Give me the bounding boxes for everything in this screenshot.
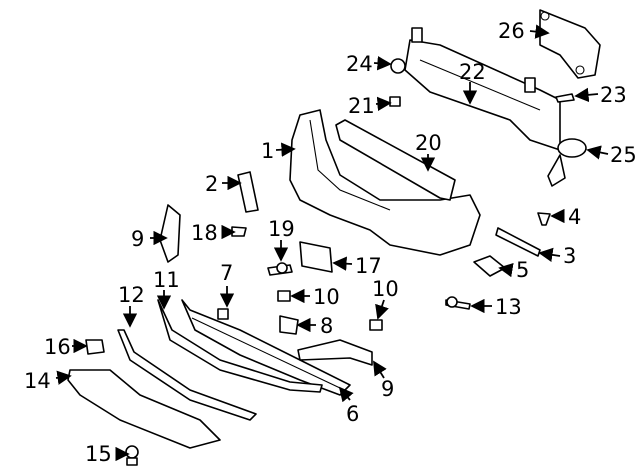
reinforcement-bar-22 — [404, 27, 561, 151]
mount-bracket-26 — [539, 9, 601, 79]
bumper-cover — [289, 109, 481, 256]
bolt-18 — [231, 226, 247, 237]
callout-9-right: 9 — [381, 377, 394, 401]
callout-20: 20 — [415, 131, 442, 155]
callout-10-b: 10 — [372, 277, 399, 301]
bolt-23 — [555, 93, 575, 103]
bracket-2 — [237, 171, 259, 213]
callout-9-left: 9 — [131, 227, 144, 251]
push-pin-13 — [445, 296, 471, 310]
callout-13: 13 — [495, 295, 522, 319]
push-pin-19 — [267, 262, 293, 276]
callout-16: 16 — [44, 335, 71, 359]
callout-18: 18 — [191, 221, 218, 245]
lower-trim-11 — [157, 299, 323, 393]
callout-7: 7 — [220, 261, 233, 285]
license-bracket-17 — [299, 241, 333, 273]
callout-10-a: 10 — [313, 285, 340, 309]
nut-10-b — [369, 319, 383, 331]
callout-4: 4 — [568, 205, 581, 229]
callout-23: 23 — [600, 83, 627, 107]
nut-10-a — [277, 290, 291, 302]
callout-labels: 1 2 3 4 5 6 7 8 9 9 10 10 11 12 13 14 15… — [24, 19, 637, 466]
callout-arrows — [55, 24, 609, 462]
callout-24: 24 — [346, 52, 373, 76]
callout-2: 2 — [205, 172, 218, 196]
callout-8: 8 — [320, 314, 333, 338]
callout-21: 21 — [348, 94, 375, 118]
clip-4 — [537, 212, 551, 226]
nut-16 — [85, 339, 105, 355]
side-bracket-9-left — [159, 204, 181, 263]
callout-25: 25 — [610, 143, 637, 167]
nut-24 — [390, 58, 406, 74]
callout-14: 14 — [24, 369, 51, 393]
callout-11: 11 — [153, 268, 180, 292]
callout-22: 22 — [459, 60, 486, 84]
callout-1: 1 — [261, 139, 274, 163]
trim-strip-3 — [495, 227, 541, 257]
side-bracket-9-right — [297, 339, 373, 366]
tow-hook-25 — [547, 138, 587, 187]
skid-plate-14 — [67, 369, 221, 449]
sensor-5 — [473, 255, 506, 277]
callout-26: 26 — [498, 19, 525, 43]
screw-7 — [217, 308, 229, 320]
callout-6: 6 — [346, 402, 359, 426]
callout-5: 5 — [516, 258, 529, 282]
clip-15 — [125, 445, 139, 466]
callout-15: 15 — [85, 442, 112, 466]
bolt-21 — [389, 96, 401, 107]
bracket-8 — [279, 315, 299, 335]
callout-12: 12 — [118, 283, 145, 307]
callout-19: 19 — [268, 217, 295, 241]
energy-absorber-20 — [335, 119, 456, 201]
callout-3: 3 — [563, 244, 576, 268]
strip-12 — [117, 329, 257, 421]
callout-17: 17 — [355, 254, 382, 278]
